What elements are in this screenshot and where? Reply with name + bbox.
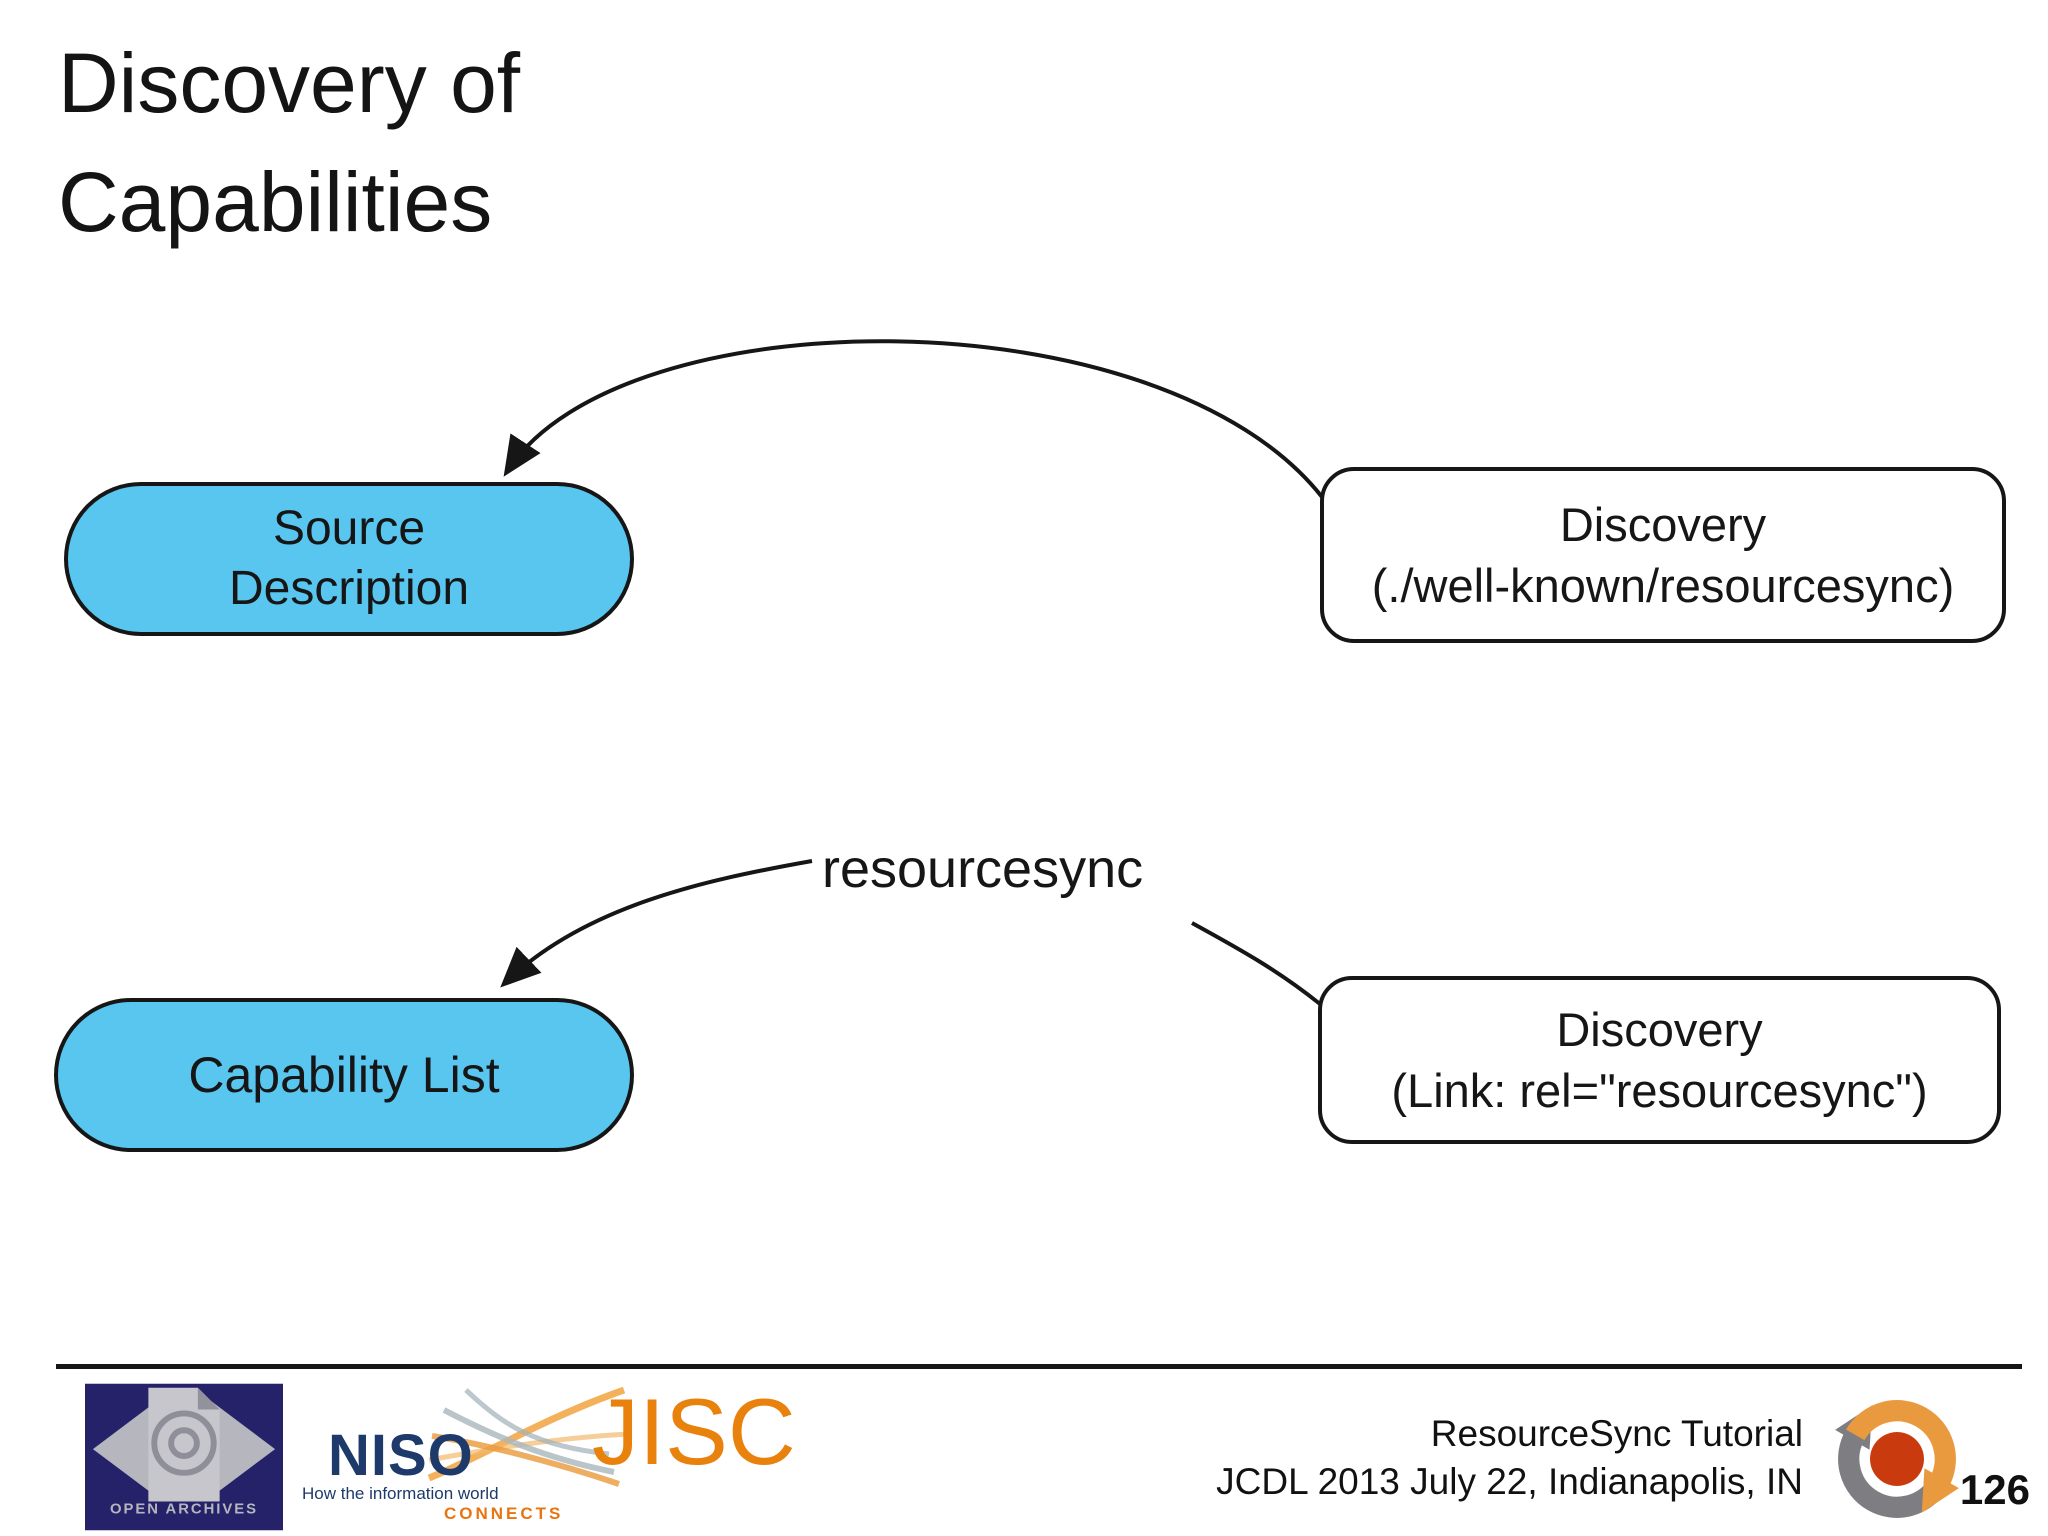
discovery-wellknown-line-1: Discovery [1559,497,1767,551]
source-description-node: Source Description [64,482,634,636]
jisc-logo: JISC [592,1379,796,1484]
open-archives-logo: OPEN ARCHIVES [85,1383,283,1531]
open-archives-label: OPEN ARCHIVES [110,1501,258,1517]
outer-ring-icon [151,1410,217,1476]
capability-list-label: Capability List [188,1046,500,1103]
sync-orange-arc-icon [1845,1400,1956,1489]
discovery-wellknown-node: Discovery (./well-known/resourcesync) [1320,467,2006,643]
credits-line-2: JCDL 2013 July 22, Indianapolis, IN [1216,1461,1803,1503]
discovery-link-line-1: Discovery [1556,1002,1763,1056]
arrow-discovery-to-source-description-icon [503,339,1324,499]
sync-orange-arrowhead-icon [1921,1468,1959,1513]
source-description-line-2: Description [228,562,470,615]
resourcesync-label: resourcesync [822,839,1144,899]
discovery-link-node: Discovery (Link: rel="resourcesync") [1318,976,2001,1144]
title-line-1: Discovery of [58,36,521,130]
niso-logo: NISO How the information world CONNECTS [296,1386,630,1536]
arrow-resourcesync-to-capability-list-icon [500,859,813,988]
credits-line-1: ResourceSync Tutorial [1430,1413,1803,1454]
connector-resourcesync-to-discovery-link-icon [1191,921,1322,1006]
niso-tagline: How the information world [302,1484,499,1503]
discovery-link-line-2: (Link: rel="resourcesync") [1391,1064,1928,1117]
page-title: Discovery of Capabilities [58,24,520,263]
niso-connects-label: CONNECTS [444,1504,564,1523]
footer-separator [56,1364,2022,1369]
source-description-line-1: Source [272,501,426,555]
sync-center-dot-icon [1870,1432,1924,1486]
page-number: 126 [1959,1466,2030,1513]
inner-ring-icon [168,1427,200,1459]
eye-left-icon [92,1401,157,1497]
document-fold-icon [197,1387,220,1410]
capability-list-node: Capability List [54,998,634,1152]
niso-wordmark: NISO [328,1423,474,1488]
title-line-2: Capabilities [58,155,493,250]
footer-credits: ResourceSync Tutorial JCDL 2013 July 22,… [1216,1410,1803,1506]
discovery-wellknown-line-2: (./well-known/resourcesync) [1371,559,1955,612]
resourcesync-logo [1835,1400,1959,1518]
eye-right-icon [211,1401,276,1497]
niso-swoosh-icon [427,1386,630,1487]
